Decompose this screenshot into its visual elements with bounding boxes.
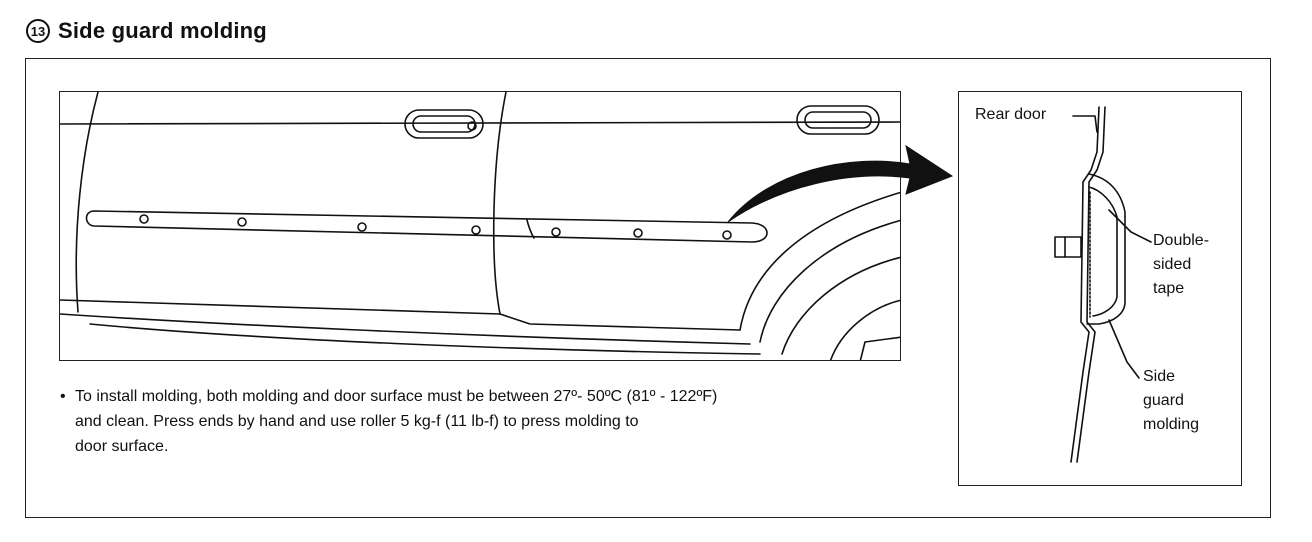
door-panel-outer bbox=[1070, 106, 1100, 463]
tape-label-line-2: sided bbox=[1153, 256, 1192, 273]
cross-section-drawing bbox=[1054, 106, 1152, 463]
molding-clip-hole bbox=[551, 227, 561, 237]
tire-outline bbox=[781, 256, 900, 355]
curved-arrow-icon bbox=[727, 144, 954, 223]
molding-clip-hole bbox=[722, 230, 732, 240]
molding-clip-hole bbox=[237, 217, 247, 227]
sill-line-middle bbox=[60, 313, 751, 345]
step-number-badge: 13 bbox=[26, 19, 50, 43]
note-line-1: To install molding, both molding and doo… bbox=[75, 388, 718, 405]
wheel-spoke bbox=[859, 336, 900, 360]
car-side-view-illustration bbox=[59, 91, 901, 361]
section-heading: 13 Side guard molding bbox=[26, 14, 267, 48]
door-panel-inner bbox=[1076, 106, 1106, 463]
belt-line bbox=[60, 121, 900, 125]
front-door-edge bbox=[75, 92, 99, 313]
note-line-3: door surface. bbox=[75, 438, 169, 455]
molding-joint-mark bbox=[526, 219, 535, 239]
car-side-view-drawing bbox=[60, 92, 900, 360]
rear-door-leader-line bbox=[1072, 115, 1098, 133]
tape-label-line-1: Double- bbox=[1153, 232, 1210, 249]
molding-clip-hole bbox=[357, 222, 367, 232]
figure-frame bbox=[25, 58, 1271, 518]
step-number: 13 bbox=[30, 23, 46, 39]
page-title: Side guard molding bbox=[58, 18, 267, 43]
rear-door-bottom-edge bbox=[499, 313, 741, 331]
note-line-2: and clean. Press ends by hand and use ro… bbox=[75, 413, 639, 430]
wheel-arch-inner bbox=[759, 219, 900, 343]
molding-label-line-3: molding bbox=[1143, 416, 1200, 433]
side-guard-molding-label: Side guard molding bbox=[1143, 365, 1199, 437]
side-guard-molding-strip bbox=[85, 210, 768, 243]
molding-inner-edge bbox=[1088, 186, 1118, 317]
molding-body bbox=[1086, 173, 1126, 325]
sill-line-lower bbox=[89, 323, 761, 355]
double-sided-tape-label: Double- sided tape bbox=[1153, 229, 1209, 301]
wheel-arch-outer bbox=[739, 191, 900, 331]
front-door-handle-outer bbox=[404, 109, 484, 139]
tape-leader-line bbox=[1108, 209, 1152, 243]
molding-label-line-2: guard bbox=[1143, 392, 1184, 409]
molding-clip-hole bbox=[471, 225, 481, 235]
rear-door-handle-outer bbox=[796, 105, 880, 135]
tape-label-line-3: tape bbox=[1153, 280, 1185, 297]
cross-section-detail-illustration bbox=[958, 91, 1242, 486]
molding-clip bbox=[1054, 236, 1082, 258]
rear-door-handle-inner bbox=[804, 111, 872, 129]
detail-callout-arrow bbox=[727, 144, 954, 223]
installation-note: • To install molding, both molding and d… bbox=[60, 384, 920, 459]
molding-clip-hole bbox=[139, 214, 149, 224]
molding-clip-hole bbox=[633, 228, 643, 238]
molding-label-line-1: Side bbox=[1143, 368, 1176, 385]
sill-line-upper bbox=[60, 299, 501, 315]
rear-door-label-text: Rear door bbox=[975, 106, 1047, 123]
front-door-handle-inner bbox=[412, 115, 476, 133]
door-gap-line bbox=[492, 92, 507, 315]
molding-leader-line bbox=[1108, 319, 1140, 379]
wheel-rim bbox=[829, 299, 900, 360]
bullet-icon: • bbox=[60, 388, 66, 405]
door-lock-cylinder bbox=[467, 121, 477, 131]
rear-door-label: Rear door bbox=[975, 103, 1046, 127]
